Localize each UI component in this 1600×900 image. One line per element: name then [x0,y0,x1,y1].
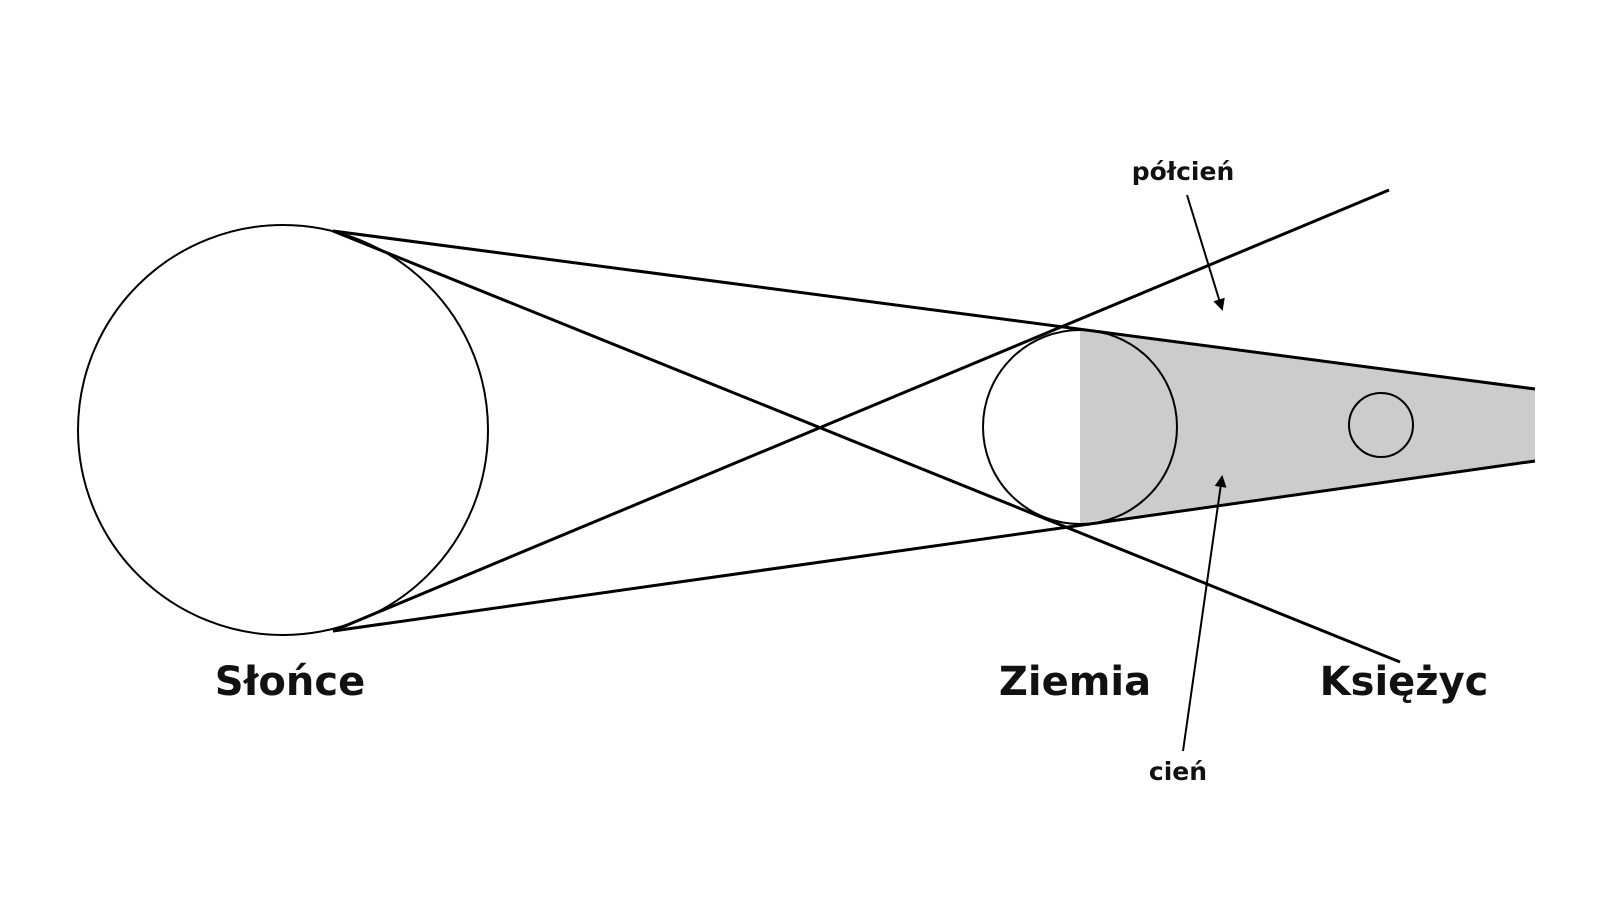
earth-circle [982,329,1178,525]
moon-label: Księżyc [1320,659,1489,705]
umbra-region [1080,330,1535,523]
moon-circle [1348,392,1414,458]
outer-tangent-bottom [332,459,1536,633]
outer-tangent-top [332,229,1536,391]
penumbra-label: półcień [1132,157,1235,186]
earth-label: Ziemia [999,659,1151,705]
penumbra-arrow [1186,194,1225,311]
umbra-arrow [1182,475,1227,752]
sun-circle [77,224,489,636]
umbra-label: cień [1149,757,1207,786]
sun-label: Słońce [215,659,365,705]
inner-tangent-down [332,229,1401,664]
inner-tangent-up [332,188,1390,633]
earth-lit-half [983,330,1080,524]
